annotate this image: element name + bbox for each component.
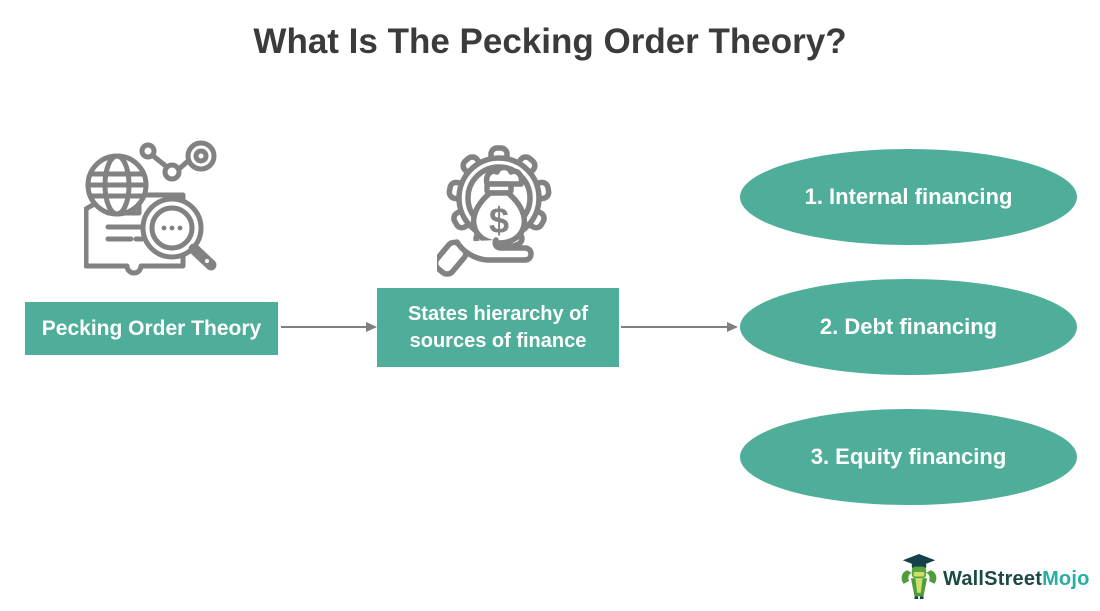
svg-text:$: $ <box>489 200 509 241</box>
logo-text-wallstreet: WallStreet <box>943 567 1043 590</box>
research-book-globe-magnifier-icon <box>83 138 224 285</box>
wallstreetmojo-bull-mascot-icon <box>901 553 937 605</box>
hierarchy-item-debt-financing: 2. Debt financing <box>740 279 1077 375</box>
hierarchy-item-label: 3. Equity financing <box>810 444 1007 469</box>
page-title: What Is The Pecking Order Theory? <box>253 22 847 61</box>
definition-box: States hierarchy of sources of finance <box>377 288 619 367</box>
pecking-order-theory-box: Pecking Order Theory <box>25 302 278 355</box>
definition-line-1: States hierarchy of <box>407 303 589 326</box>
logo-text-mojo: Mojo <box>1042 567 1090 590</box>
hierarchy-item-label: 1. Internal financing <box>804 184 1013 209</box>
hierarchy-item-equity-financing: 3. Equity financing <box>740 409 1077 505</box>
pecking-order-theory-label: Pecking Order Theory <box>41 316 262 340</box>
arrow-definition-to-hierarchy <box>621 322 738 332</box>
hierarchy-item-label: 2. Debt financing <box>819 314 998 339</box>
definition-line-2: sources of finance <box>409 329 587 352</box>
gear-money-bag-hand-icon: $ <box>432 140 564 285</box>
wallstreetmojo-logo: WallStreetMojo <box>901 553 1090 605</box>
hierarchy-item-internal-financing: 1. Internal financing <box>740 149 1077 245</box>
arrow-source-to-definition <box>281 322 377 332</box>
